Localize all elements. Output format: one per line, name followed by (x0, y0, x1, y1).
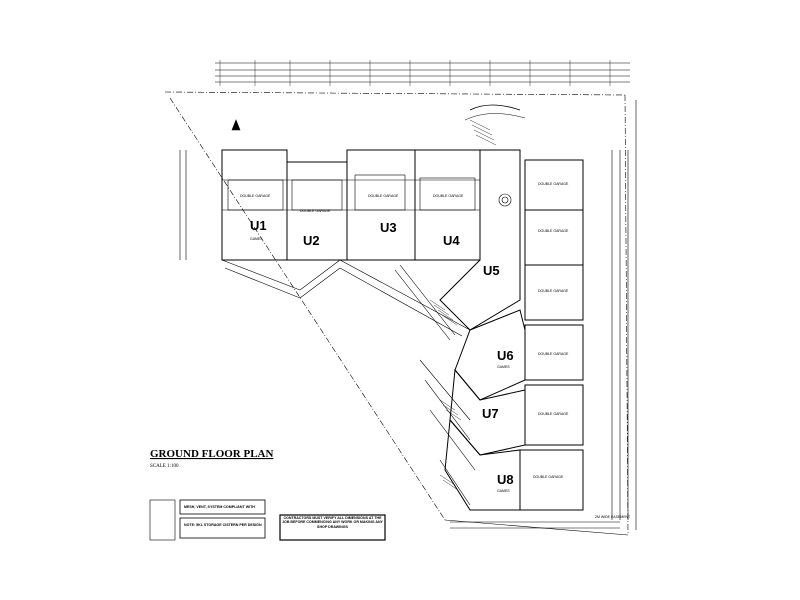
unit-label-u2: U2 (303, 233, 320, 248)
unit-label-u4: U4 (443, 233, 460, 248)
note-mesh-vent: MESH, VENT, SYSTEM COMPLIANT WITH (184, 505, 255, 509)
unit-label-u7: U7 (482, 406, 499, 421)
room-label-games-u1: GAMES (250, 237, 263, 241)
room-label-garage-u1: DOUBLE GARAGE (240, 194, 271, 198)
unit-label-u5: U5 (483, 263, 500, 278)
room-label-garage-r5: DOUBLE GARAGE (538, 412, 569, 416)
room-label-garage-r6: DOUBLE GARAGE (533, 475, 564, 479)
room-label-garage-u2: DOUBLE GARAGE (300, 209, 331, 213)
contractor-note: CONTRACTORS MUST VERIFY ALL DIMENSIONS A… (282, 516, 383, 529)
room-label-garage-r4: DOUBLE GARAGE (538, 352, 569, 356)
plan-title: GROUND FLOOR PLAN (150, 448, 274, 460)
room-label-garage-u3: DOUBLE GARAGE (368, 194, 399, 198)
room-label-garage-r1: DOUBLE GARAGE (538, 182, 569, 186)
room-label-games-u6: GAMES (497, 365, 510, 369)
room-label-games-u8: GAMES (497, 489, 510, 493)
room-label-garage-r2: DOUBLE GARAGE (538, 229, 569, 233)
unit-label-u1: U1 (250, 218, 267, 233)
room-label-garage-u4: DOUBLE GARAGE (433, 194, 464, 198)
note-storage-cistern: NOTE: 5KL STORAGE CISTERN PER DESIGN (184, 523, 262, 527)
unit-label-u6: U6 (497, 348, 514, 363)
plan-scale: SCALE 1:100 (150, 464, 179, 469)
unit-label-u3: U3 (380, 220, 397, 235)
easement-label: 2M WIDE EASEMENT (595, 515, 631, 519)
unit-label-u8: U8 (497, 472, 514, 487)
room-label-garage-r3: DOUBLE GARAGE (538, 289, 569, 293)
